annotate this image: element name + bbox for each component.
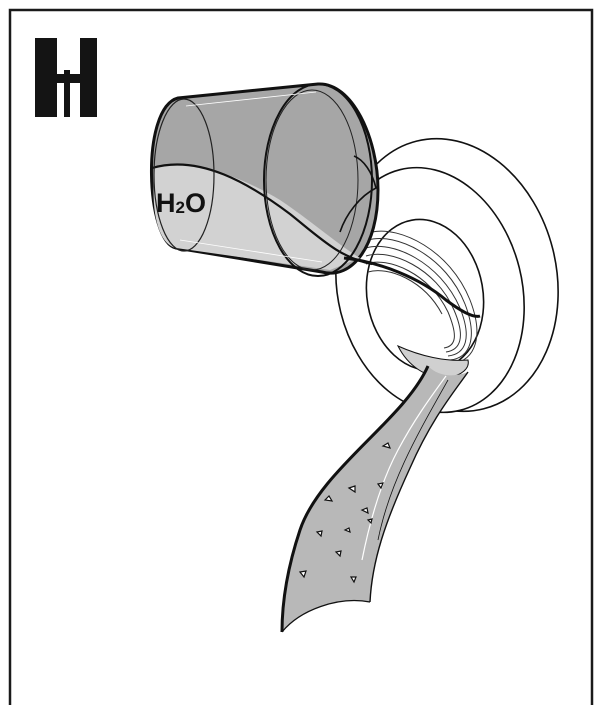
formula-subscript: 2 (176, 198, 185, 217)
formula-main-b: O (185, 188, 206, 218)
step-letter-h-icon (35, 38, 97, 117)
formula-main-a: H (156, 188, 176, 218)
h2o-label: H2O (156, 188, 206, 219)
water-stream-icon (282, 366, 468, 632)
water-cup-icon (151, 84, 378, 276)
